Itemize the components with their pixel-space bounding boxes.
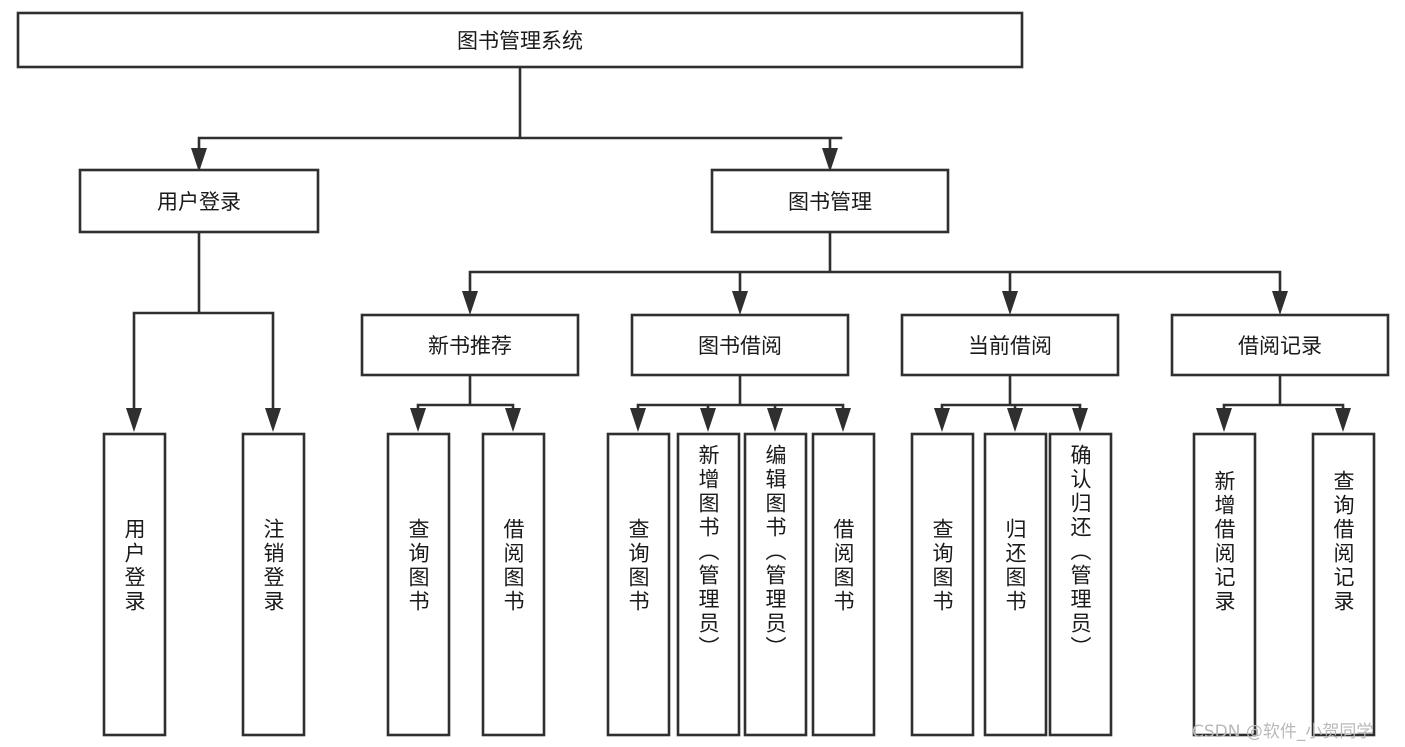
node-leaf-borrow-book[interactable]: 借阅图书 [811,432,876,737]
node-leaf-add-book-admin-label: 新增图书（管理员） [696,444,720,660]
arrow-to-leaf-query-book-recommend [410,408,426,432]
node-leaf-return-book[interactable]: 归还图书 [983,432,1048,737]
node-leaf-add-borrow-record-label: 新增借阅记录 [1212,470,1236,614]
node-borrow-record-box[interactable] [1170,313,1390,377]
node-book-borrow-label: 图书借阅 [698,334,782,358]
node-leaf-query-book-recommend-label: 查询图书 [406,518,430,614]
arrow-to-leaf-query-borrow-record [1335,408,1351,432]
node-user-login[interactable]: 用户登录 [78,168,320,234]
connector-new-book-recommend-to-leaves [416,373,515,422]
node-user-login-label: 用户登录 [157,190,241,214]
arrow-to-leaf-logout [265,408,281,432]
node-leaf-confirm-return-admin-label: 确认归还（管理员） [1068,444,1092,660]
node-current-borrow-label: 当前借阅 [968,334,1052,358]
arrow-to-leaf-edit-book-admin [767,408,783,432]
node-leaf-confirm-return-admin[interactable]: 确认归还（管理员） [1048,432,1113,737]
node-leaf-user-login-label: 用户登录 [122,518,146,614]
arrow-to-leaf-add-borrow-record [1216,408,1232,432]
arrow-to-borrow-record [1272,291,1288,315]
arrow-to-new-book-recommend [462,291,478,315]
node-leaf-edit-book-admin-label: 编辑图书（管理员） [763,444,787,660]
arrow-to-leaf-return-book [1007,408,1023,432]
node-leaf-return-book-box[interactable] [983,432,1048,737]
connector-root-to-level2 [197,65,843,162]
node-leaf-return-book-label: 归还图书 [1003,518,1027,614]
node-leaf-query-book-recommend[interactable]: 查询图书 [386,432,451,737]
node-leaf-borrow-book-recommend-box[interactable] [481,432,546,737]
connector-book-borrow-to-leaves [636,373,845,422]
node-book-management-label: 图书管理 [788,190,872,214]
node-current-borrow[interactable]: 当前借阅 [900,313,1120,377]
node-leaf-query-book-borrow[interactable]: 查询图书 [606,432,671,737]
node-root-box[interactable] [16,11,1024,69]
connector-layer [126,65,1351,432]
node-leaf-query-book-current-box[interactable] [910,432,975,737]
node-book-management[interactable]: 图书管理 [710,168,950,234]
node-leaf-borrow-book-recommend[interactable]: 借阅图书 [481,432,546,737]
node-borrow-record-label: 借阅记录 [1238,334,1322,358]
node-leaf-add-book-admin-box[interactable] [676,432,741,737]
node-leaf-edit-book-admin[interactable]: 编辑图书（管理员） [743,432,808,737]
node-leaf-user-login-box[interactable] [102,432,167,737]
node-leaf-add-borrow-record[interactable]: 新增借阅记录 [1192,432,1257,737]
node-leaf-query-book-recommend-box[interactable] [386,432,451,737]
node-root[interactable]: 图书管理系统 [16,11,1024,69]
arrow-to-leaf-user-login [126,408,142,432]
node-leaf-borrow-book-box[interactable] [811,432,876,737]
arrow-to-leaf-borrow-book-recommend [505,408,521,432]
arrow-to-leaf-borrow-book [835,408,851,432]
node-user-login-box[interactable] [78,168,320,234]
node-leaf-add-borrow-record-box[interactable] [1192,432,1257,737]
node-leaf-query-borrow-record-box[interactable] [1311,432,1376,737]
node-new-book-recommend[interactable]: 新书推荐 [360,313,580,377]
node-leaf-query-borrow-record[interactable]: 查询借阅记录 [1311,432,1376,737]
node-leaf-query-book-borrow-box[interactable] [606,432,671,737]
connector-user-login-to-leaves [132,230,275,422]
node-leaf-borrow-book-label: 借阅图书 [831,518,855,614]
connector-book-management-to-level3 [468,230,1282,304]
node-leaf-edit-book-admin-box[interactable] [743,432,808,737]
arrow-to-leaf-add-book-admin [700,408,716,432]
arrow-to-leaf-query-book-current [934,408,950,432]
node-leaf-logout-label: 注销登录 [261,518,285,614]
node-new-book-recommend-box[interactable] [360,313,580,377]
node-leaf-add-book-admin[interactable]: 新增图书（管理员） [676,432,741,737]
node-leaf-query-book-current[interactable]: 查询图书 [910,432,975,737]
arrow-to-current-borrow [1002,291,1018,315]
arrow-to-leaf-confirm-return-admin [1072,408,1088,432]
node-leaf-user-login[interactable]: 用户登录 [102,432,167,737]
node-leaf-logout-box[interactable] [241,432,306,737]
node-leaf-query-book-current-label: 查询图书 [930,518,954,614]
node-book-management-box[interactable] [710,168,950,234]
node-current-borrow-box[interactable] [900,313,1120,377]
arrow-to-book-borrow [732,291,748,315]
node-new-book-recommend-label: 新书推荐 [428,334,512,358]
arrow-to-user-login [191,148,207,172]
node-book-borrow-box[interactable] [630,313,850,377]
node-leaf-borrow-book-recommend-label: 借阅图书 [501,518,525,614]
node-leaf-query-borrow-record-label: 查询借阅记录 [1331,470,1355,614]
node-borrow-record[interactable]: 借阅记录 [1170,313,1390,377]
connector-borrow-record-to-leaves [1222,373,1345,422]
arrow-to-book-management [822,148,838,172]
node-leaf-confirm-return-admin-box[interactable] [1048,432,1113,737]
node-book-borrow[interactable]: 图书借阅 [630,313,850,377]
node-leaf-query-book-borrow-label: 查询图书 [626,518,650,614]
node-leaf-logout[interactable]: 注销登录 [241,432,306,737]
node-root-label: 图书管理系统 [457,29,583,53]
arrow-to-leaf-query-book-borrow [630,408,646,432]
